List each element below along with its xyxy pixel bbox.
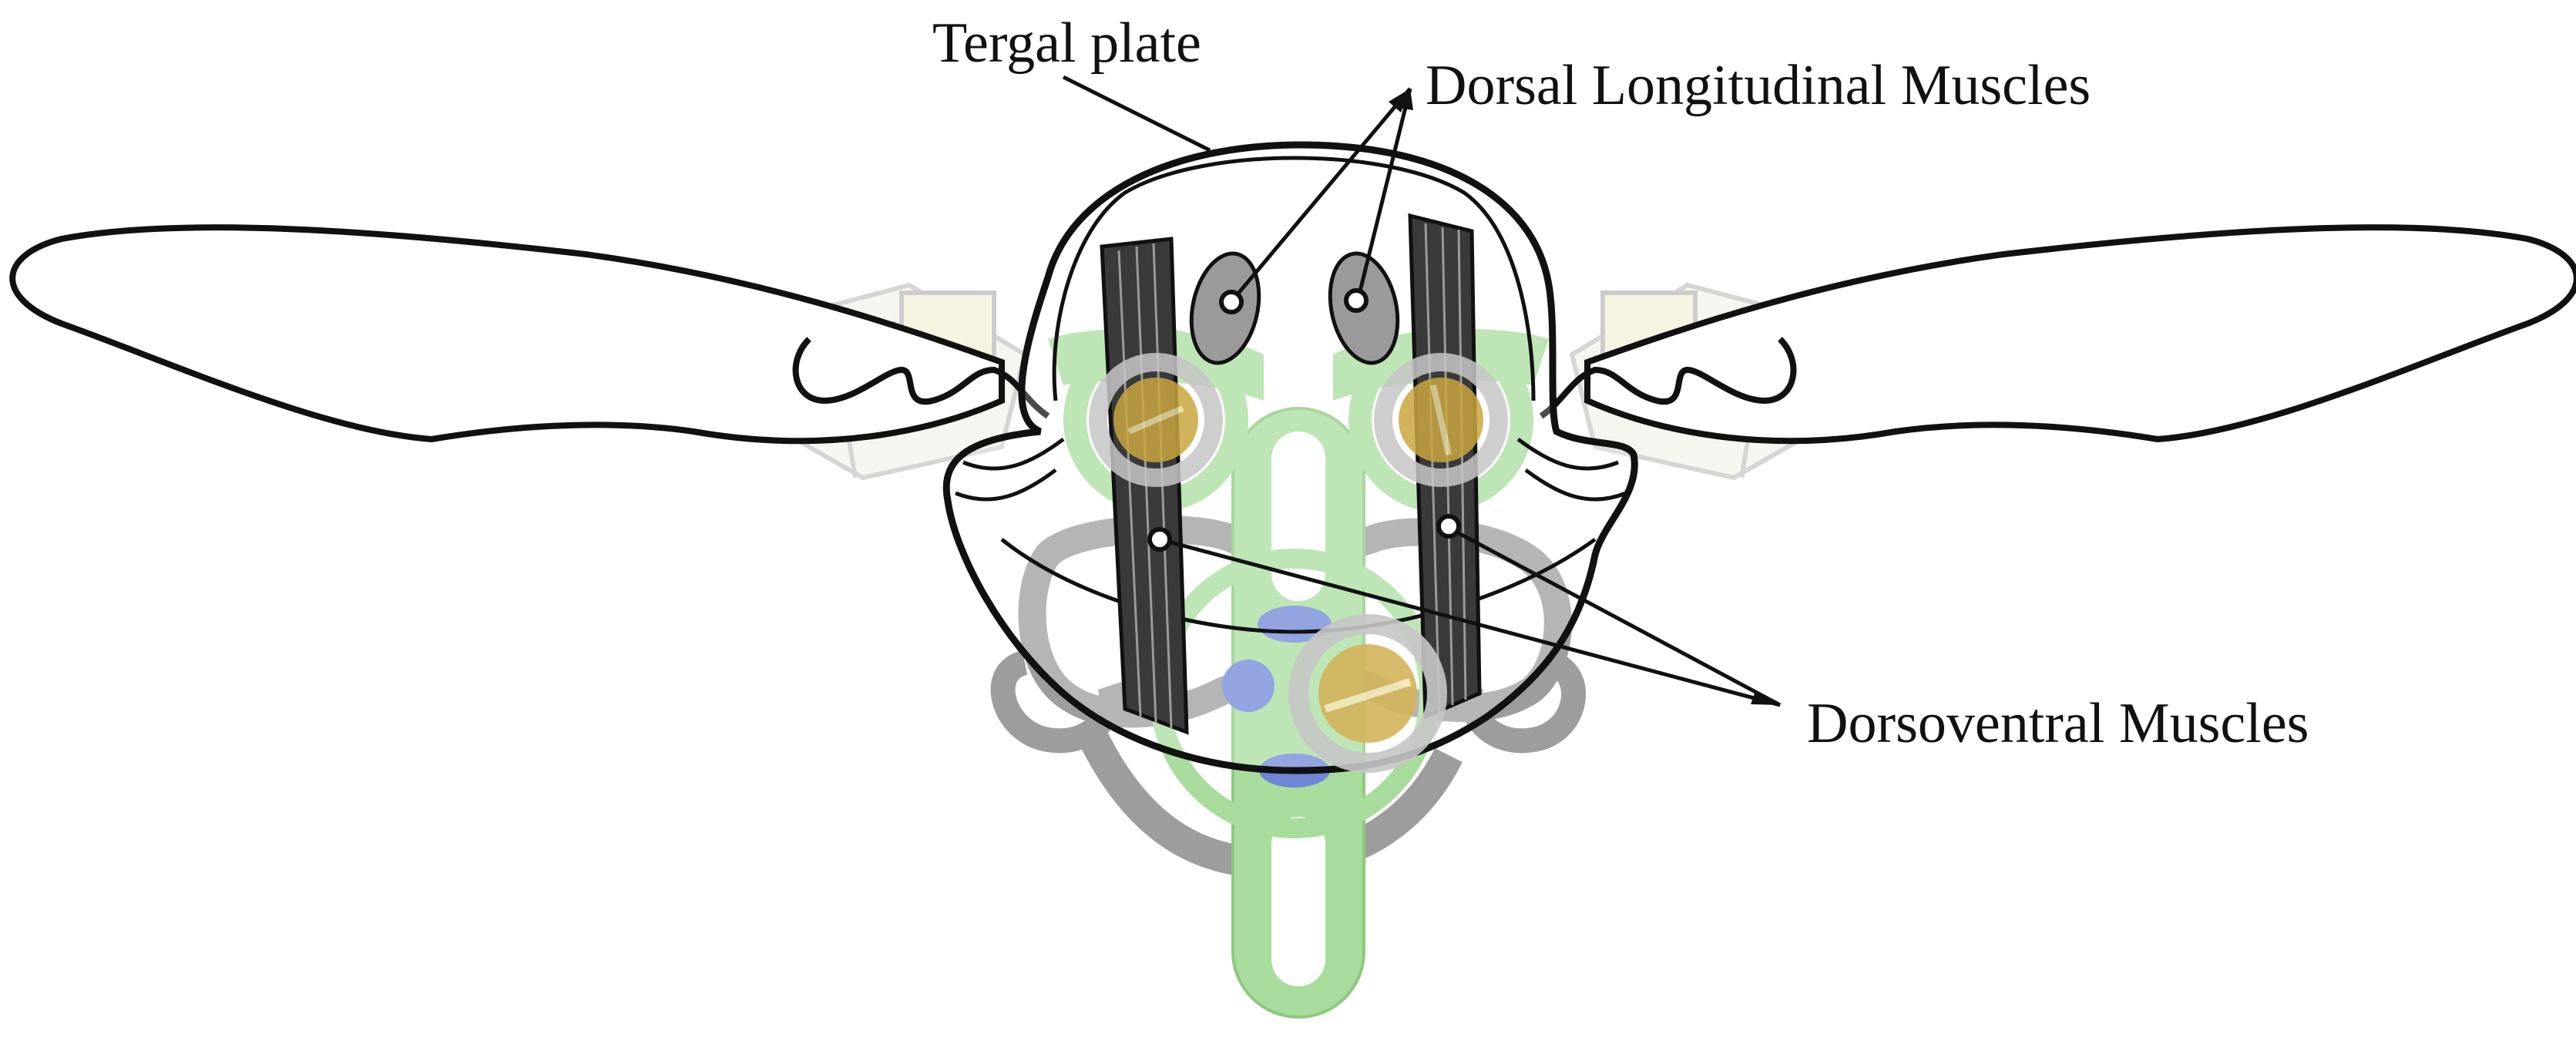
dorsal-longitudinal-arrowhead-left [1389, 89, 1410, 112]
right-wing [1584, 224, 2576, 445]
right-wing-base [1539, 337, 1797, 419]
dorsal-longitudinal-leader-right [1355, 88, 1412, 301]
label-tergal-plate: Tergal plate [932, 12, 1201, 75]
right-bearing [1374, 353, 1508, 487]
dorsoventral-muscle-right [1408, 213, 1482, 720]
left-wing [9, 224, 1005, 445]
left-bearing [1089, 353, 1223, 487]
tergal-plate-leader [1062, 75, 1211, 153]
dorsal-longitudinal-leader-left [1228, 87, 1412, 306]
marker-dorsal-left [1219, 290, 1244, 314]
left-wing-base [792, 337, 1050, 419]
thorax-inner-curve-left [955, 437, 1065, 502]
dorsoventral-leader-right [1447, 526, 1782, 707]
dorsal-longitudinal-arrowhead-right [1398, 89, 1413, 110]
marker-dorsoventral-right [1436, 514, 1461, 539]
thorax-lower-arc [1000, 537, 1597, 634]
marker-dorsoventral-left [1147, 527, 1172, 552]
dorsoventral-leader-left [1159, 537, 1781, 707]
center-bearing [1288, 614, 1447, 773]
tergal-plate-inner [1052, 156, 1536, 401]
thorax-inner-curve-right [1516, 437, 1627, 502]
dorsoventral-arrowhead [1751, 691, 1780, 705]
marker-dorsal-right [1344, 288, 1369, 313]
label-dorsoventral-muscles: Dorsoventral Muscles [1807, 692, 2309, 755]
label-dorsal-longitudinal-muscles: Dorsal Longitudinal Muscles [1426, 54, 2091, 117]
